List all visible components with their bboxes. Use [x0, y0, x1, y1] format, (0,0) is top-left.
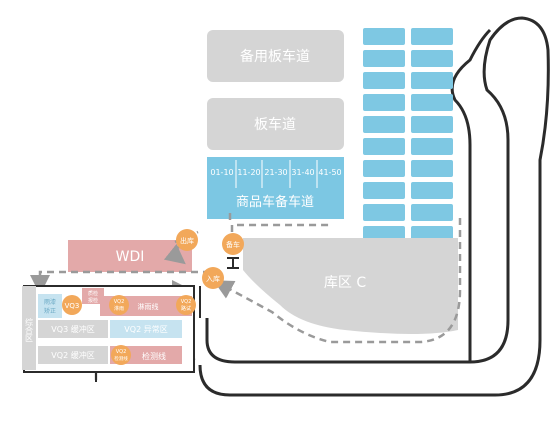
exit-marker-label: 出库 — [180, 236, 194, 245]
parking-cell — [363, 182, 405, 199]
vq3-buffer-label: VQ3 缓冲区 — [51, 324, 94, 334]
vq2-inspect-label-2: 检测线 — [114, 355, 128, 362]
prep-slot-label: 41-50 — [318, 168, 341, 177]
leak-line-label: 淋雨线 — [138, 302, 159, 311]
vq2-inspect-label-1: VQ2 — [116, 349, 127, 355]
vq3-station-label: VQ3 — [65, 302, 80, 310]
parking-cell — [363, 138, 405, 155]
vq2-finishing-label: VQ2 异常区 — [124, 325, 167, 334]
spare-board-lane: 备用板车道 — [207, 30, 344, 82]
prep-slot-label: 31-40 — [291, 168, 314, 177]
vq2-leak-label-1: VQ2 — [114, 299, 125, 305]
vq2-return-station — [176, 295, 196, 315]
outer-track — [198, 16, 550, 397]
parking-cell — [411, 204, 453, 221]
parking-cell — [411, 28, 453, 45]
parking-cell — [363, 72, 405, 89]
prep-slot-label: 01-10 — [210, 168, 233, 177]
prep-slot-label: 21-30 — [264, 168, 287, 177]
vq2-return-label-1: VQ2 — [181, 299, 192, 305]
inspection-line-label: 检测线 — [142, 351, 166, 361]
workshop-side-label: 综合区 — [25, 317, 34, 342]
warehouse-c: 库区 C — [243, 238, 458, 334]
prep-slots: 01-10 11-20 21-30 31-40 41-50 — [210, 168, 341, 177]
wdi-label: WDI — [116, 249, 145, 265]
stop-light-label-1: 质检 — [88, 290, 98, 297]
prep-marker — [222, 233, 244, 255]
parking-cell — [363, 94, 405, 111]
parking-cell — [363, 28, 405, 45]
entry-marker-label: 入库 — [206, 274, 220, 283]
parking-cell — [411, 50, 453, 67]
workshop-area: 综合区 雨漆 矫正 质检 报检 淋雨线 VQ3 缓冲区 VQ2 异常区 VQ2 … — [22, 285, 195, 373]
board-lane-label: 板车道 — [254, 116, 296, 133]
station-markers: VQ3 VQ2 淋雨 VQ2 路试 VQ2 检测线 出库 备车 入库 — [62, 229, 244, 365]
parking-cell — [363, 116, 405, 133]
parking-cell — [363, 204, 405, 221]
parking-cell — [411, 182, 453, 199]
vehicle-prep-lane: 01-10 11-20 21-30 31-40 41-50 商品车备车道 — [207, 157, 344, 219]
vq2-leak-label-2: 淋雨 — [114, 305, 124, 312]
spare-board-lane-label: 备用板车道 — [240, 48, 310, 65]
parking-cell — [363, 160, 405, 177]
stop-light-label-2: 报检 — [88, 297, 98, 304]
seal-correct-label-2: 矫正 — [44, 307, 56, 315]
parking-cell — [363, 50, 405, 67]
vehicle-prep-lane-label: 商品车备车道 — [236, 194, 314, 210]
vq2-return-label-2: 路试 — [181, 305, 191, 312]
seal-correct-label-1: 雨漆 — [44, 298, 56, 306]
prep-marker-label: 备车 — [226, 240, 240, 249]
parking-cell — [411, 72, 453, 89]
parking-cell — [411, 116, 453, 133]
prep-slot-label: 11-20 — [237, 168, 260, 177]
board-lane: 板车道 — [207, 98, 344, 150]
vq2-buffer-label: VQ2 缓冲区 — [51, 350, 94, 360]
entry-marker — [202, 267, 224, 289]
warehouse-c-label: 库区 C — [324, 275, 366, 291]
parking-cell — [411, 160, 453, 177]
exit-marker — [176, 229, 198, 251]
parking-cell — [411, 94, 453, 111]
vq2-leak-station — [109, 295, 129, 315]
vq2-inspect-station — [111, 345, 131, 365]
vq3-station — [62, 295, 82, 315]
parking-grid — [363, 28, 453, 243]
parking-cell — [411, 138, 453, 155]
lane-marks — [95, 257, 239, 382]
